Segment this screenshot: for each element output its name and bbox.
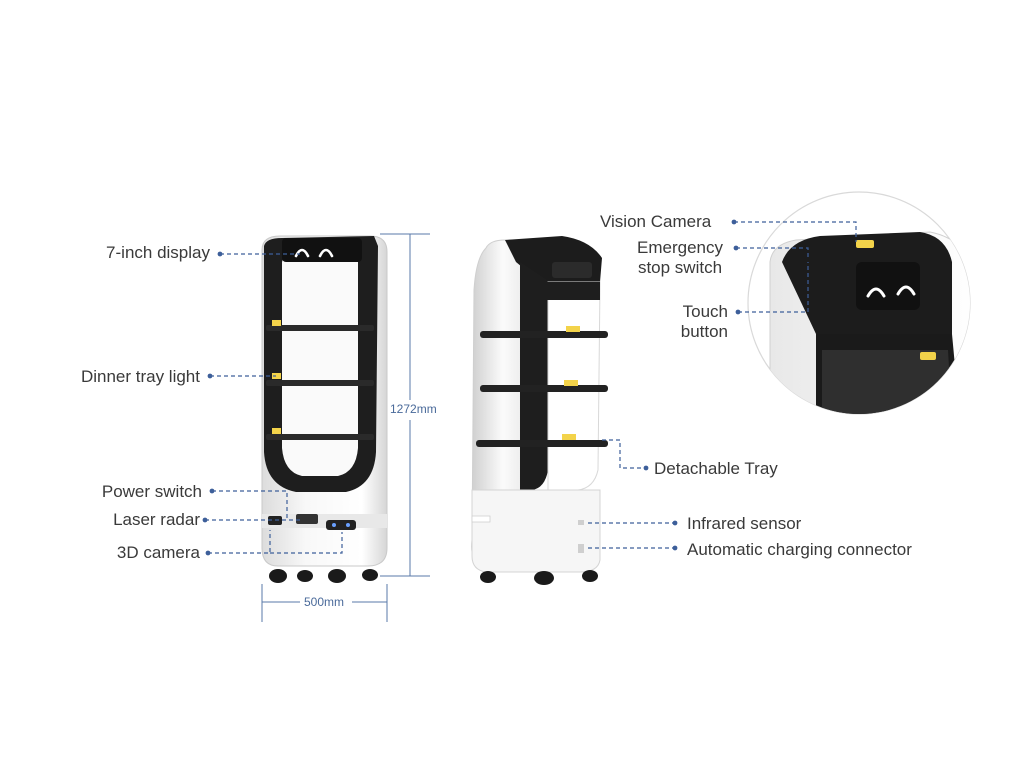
- width-dimension: [261, 584, 388, 622]
- label-detachable-tray: Detachable Tray: [654, 459, 778, 478]
- leader-dots: [202, 219, 741, 556]
- label-power-switch: Power switch: [101, 482, 202, 501]
- label-touch-button: Touch button: [681, 302, 728, 342]
- leader-lines: [205, 221, 857, 554]
- label-touch-line-1: Touch: [682, 302, 728, 321]
- front-wheels: [269, 569, 378, 583]
- label-emergency-stop-switch: Emergency stop switch: [626, 238, 734, 278]
- label-emergency-line-1: Emergency: [637, 238, 723, 257]
- height-dimension: [380, 233, 430, 577]
- label-7-inch-display: 7-inch display: [106, 243, 210, 262]
- side-trays: [476, 326, 608, 447]
- label-emergency-line-2: stop switch: [637, 258, 723, 277]
- robot-front-view: [261, 235, 388, 583]
- label-touch-line-2: button: [680, 322, 728, 341]
- width-dimension-label: 500mm: [302, 595, 347, 609]
- front-trays: [266, 320, 374, 440]
- label-charging-connector: Automatic charging connector: [687, 540, 912, 559]
- label-vision-camera: Vision Camera: [600, 212, 712, 231]
- label-dinner-tray-light: Dinner tray light: [80, 367, 200, 386]
- zoom-detail: [747, 191, 971, 415]
- robot-side-view: [471, 236, 608, 585]
- label-infrared-sensor: Infrared sensor: [687, 514, 802, 533]
- side-wheels: [480, 570, 598, 585]
- label-laser-radar: Laser radar: [113, 510, 200, 529]
- zoom-face-icon: [866, 285, 916, 298]
- label-3d-camera: 3D camera: [116, 543, 200, 562]
- height-dimension-label: 1272mm: [388, 402, 439, 416]
